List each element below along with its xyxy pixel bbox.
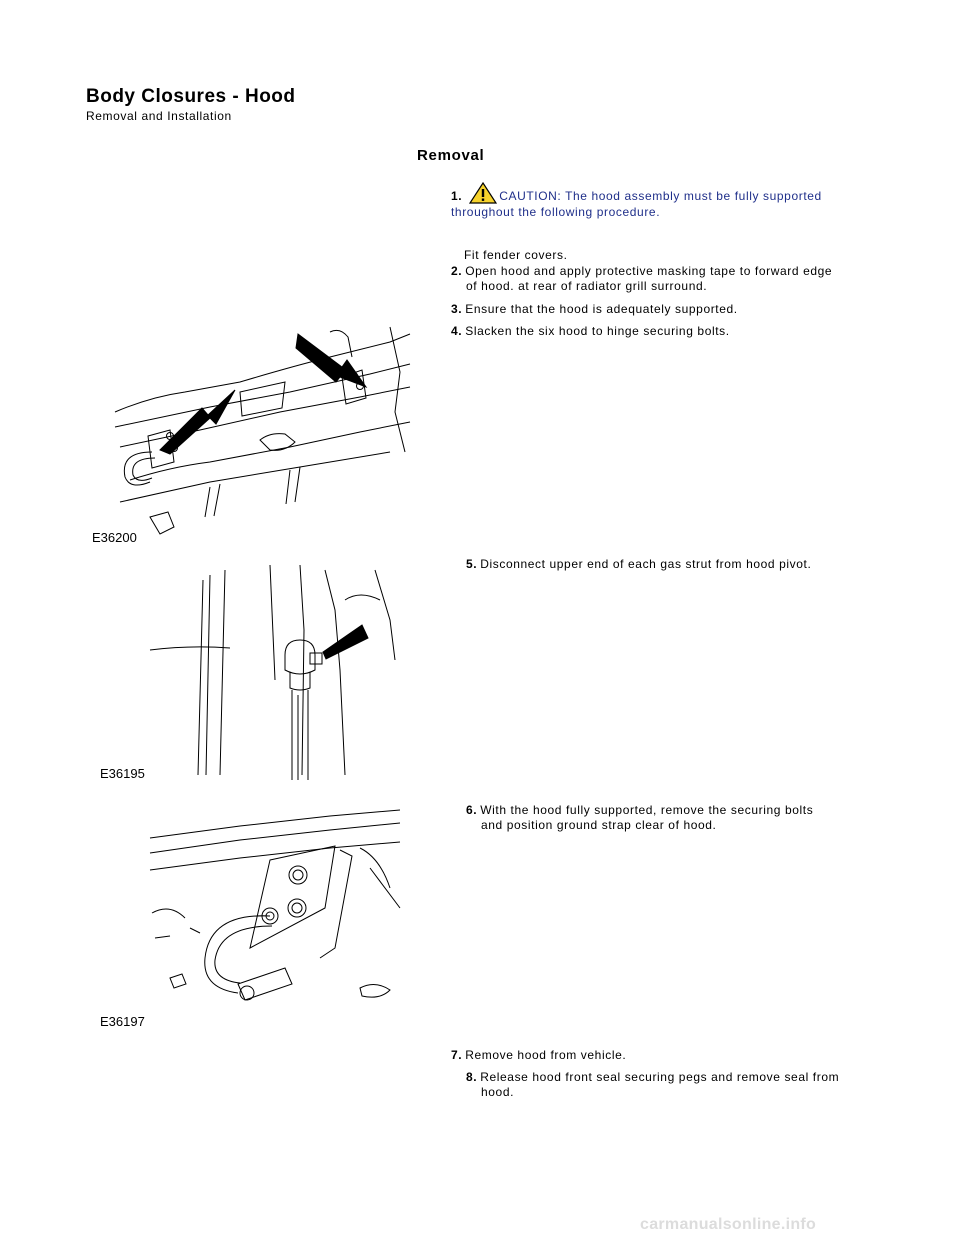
step-number: 1. [451, 189, 463, 203]
step-text: With the hood fully supported, remove th… [480, 803, 814, 817]
step-4: 4.Slacken the six hood to hinge securing… [451, 324, 730, 339]
step-number: 4. [451, 324, 463, 338]
caution-text-cont: throughout the following procedure. [451, 205, 661, 219]
step-number: 2. [451, 264, 463, 278]
step-text: Fit fender covers. [464, 248, 568, 262]
step-2: 2.Open hood and apply protective masking… [451, 264, 832, 294]
step-number: 6. [466, 803, 478, 817]
step-text: Disconnect upper end of each gas strut f… [480, 557, 812, 571]
warning-triangle-icon [469, 181, 498, 204]
figure-hood-hinge: E36200 [90, 312, 420, 552]
figure-gas-strut: E36195 [90, 560, 410, 790]
section-title: Removal [417, 147, 485, 164]
step-text: Remove hood from vehicle. [465, 1048, 627, 1062]
step-number: 5. [466, 557, 478, 571]
step-text-cont: of hood. at rear of radiator grill surro… [466, 279, 708, 293]
footer-watermark: carmanualsonline.info [640, 1216, 817, 1233]
figure-ground-strap: E36197 [90, 808, 410, 1038]
step-number: 3. [451, 302, 463, 316]
step-text-cont: and position ground strap clear of hood. [481, 818, 717, 832]
step-text: Release hood front seal securing pegs an… [480, 1070, 840, 1084]
step-7: 7.Remove hood from vehicle. [451, 1048, 626, 1063]
page-subtitle: Removal and Installation [86, 109, 232, 123]
step-number: 8. [466, 1070, 478, 1084]
step-6: 6.With the hood fully supported, remove … [466, 803, 813, 833]
page-title: Body Closures - Hood [86, 86, 296, 107]
caution-text: CAUTION: The hood assembly must be fully… [499, 189, 822, 203]
step-text: Slacken the six hood to hinge securing b… [465, 324, 730, 338]
step-number: 7. [451, 1048, 463, 1062]
step-1: 1. CAUTION: The hood assembly must be fu… [451, 181, 822, 263]
figure-label: E36197 [100, 1014, 145, 1029]
figure-label: E36195 [100, 766, 145, 781]
step-3: 3.Ensure that the hood is adequately sup… [451, 302, 738, 317]
figure-label: E36200 [92, 530, 137, 545]
step-5: 5.Disconnect upper end of each gas strut… [466, 557, 811, 572]
step-8: 8.Release hood front seal securing pegs … [466, 1070, 839, 1100]
step-text: Open hood and apply protective masking t… [465, 264, 833, 278]
step-text-cont: hood. [481, 1085, 515, 1099]
step-text: Ensure that the hood is adequately suppo… [465, 302, 738, 316]
